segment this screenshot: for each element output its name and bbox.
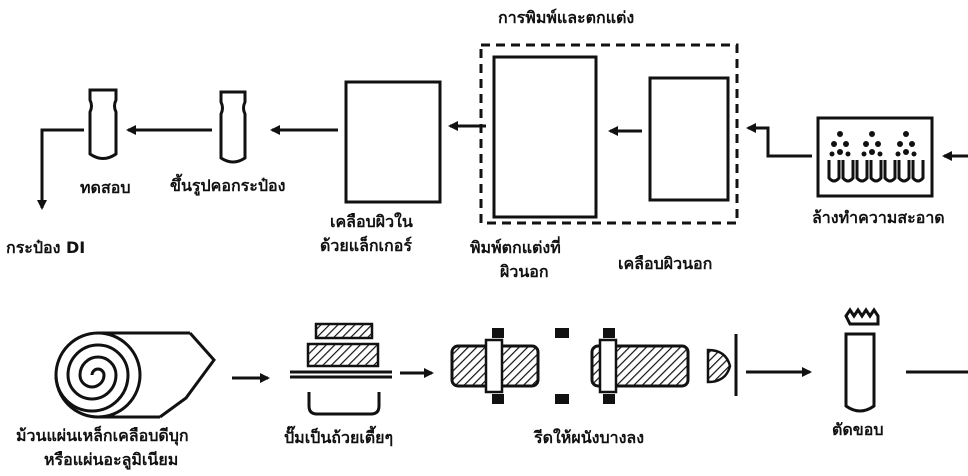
inner-lacquer-box (344, 80, 442, 204)
print-outer-label-line1: พิมพ์ตกแต่งที่ (470, 238, 561, 257)
spray-nozzles-icon (829, 131, 917, 157)
cans-in-washer-icon (827, 160, 925, 183)
arrow-test-to-di-can (37, 128, 84, 210)
cupping-press-icon (290, 322, 392, 416)
outer-coating-box (648, 76, 730, 202)
outer-coating-label: เคลือบผิวนอก (618, 254, 713, 273)
tested-can-icon (88, 88, 118, 160)
testing-label: ทดสอบ (80, 178, 131, 197)
coil-label-line1: ม้วนแผ่นเหล็กเคลือบดีบุก (16, 426, 189, 445)
printing-group-label: การพิมพ์และตกแต่ง (498, 8, 635, 27)
printing-group-box (479, 43, 739, 225)
cupping-label: ปั๊มเป็นถ้วยเตี้ยๆ (284, 428, 394, 447)
neck-forming-label: ขึ้นรูปคอกระป๋อง (170, 176, 286, 195)
metal-coil-icon (54, 331, 216, 419)
ironing-label: รีดให้ผนังบางลง (534, 428, 645, 447)
cleaning-label: ล้างทำความสะอาด (812, 208, 945, 227)
necked-can-icon (219, 90, 247, 164)
di-can-label: กระป๋อง DI (6, 238, 86, 257)
arrow-cleaning-to-coating (746, 123, 812, 158)
ironing-dies-icon (450, 328, 738, 404)
inner-lacquer-label-line1: เคลือบผิวใน (330, 212, 413, 231)
print-outer-label-line2: ผิวนอก (500, 262, 549, 281)
trimming-label: ตัดขอบ (832, 420, 884, 439)
print-box (492, 55, 598, 219)
cleaning-station (816, 116, 934, 198)
inner-lacquer-label-line2: ด้วยแล็กเกอร์ (320, 236, 412, 255)
coil-label-line2: หรือแผ่นอะลูมิเนียม (44, 450, 179, 469)
trimmed-can-icon (844, 307, 880, 413)
